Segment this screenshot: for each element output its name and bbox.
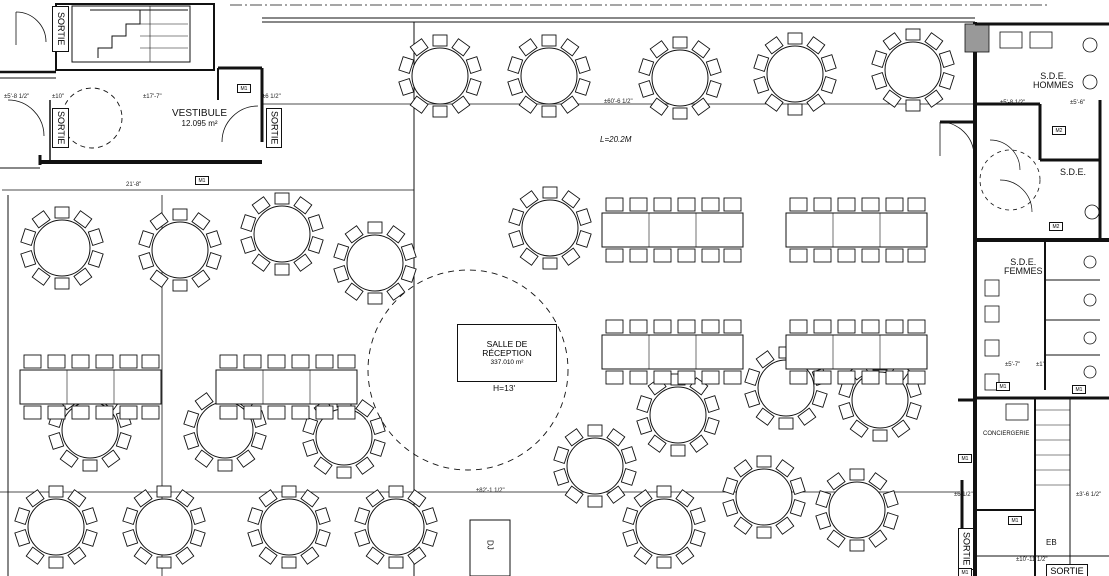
round-table (122, 485, 206, 569)
dimension-text: ±1' (1036, 362, 1044, 368)
exit-sign-top: SORTIE (52, 6, 69, 52)
sde-label: S.D.E. (1060, 167, 1087, 177)
dimension-text: ±6 1/2" (262, 94, 281, 100)
washroom-walls (964, 22, 1109, 576)
banquet-table (215, 354, 358, 420)
vestibule-label: VESTIBULE 12.095 m² (172, 108, 228, 128)
round-table (507, 34, 591, 118)
dimension-text: ±17'-7" (143, 94, 162, 100)
door-tag: M1 (958, 454, 972, 463)
vestibule-area: 12.095 m² (181, 118, 218, 128)
dimension-text: ±6 1/2" (954, 492, 973, 498)
dimension-text: ±5'-6" (1070, 100, 1086, 106)
dimension-text: ±5'-8 1/2" (4, 94, 30, 100)
dimension-text: ±5'-7" (1005, 362, 1021, 368)
round-table (398, 34, 482, 118)
door-tag: M1 (1072, 385, 1086, 394)
round-table (638, 36, 722, 120)
round-table (333, 221, 417, 305)
dimension-text: 21'-8" (126, 182, 142, 188)
round-table (753, 32, 837, 116)
vestibule-name: VESTIBULE (172, 108, 228, 119)
door-tag: M2 (1049, 222, 1063, 231)
exit-sign-vestibule-left: SORTIE (52, 108, 69, 148)
hall-label-box: SALLE DE RÉCEPTION 337.010 m² (457, 324, 557, 382)
dimension-text: ±5'-8 1/2" (1000, 100, 1026, 106)
sde-femmes-label: S.D.E. FEMMES (1004, 257, 1043, 277)
dimension-text: ±60'-6 1/2" (604, 99, 633, 105)
hall-area: 337.010 m² (490, 359, 524, 367)
hall-height: H=13' (493, 383, 516, 393)
banquet-table (785, 197, 928, 263)
vestibule-walls (0, 66, 264, 169)
door-tag: M1 (996, 382, 1010, 391)
sde-hommes-line1: S.D.E. (1040, 71, 1067, 81)
round-table (20, 206, 104, 290)
round-table (240, 192, 324, 276)
sde-femmes-line1: S.D.E. (1010, 257, 1037, 267)
round-table (14, 485, 98, 569)
hall-name-line2: RÉCEPTION (482, 348, 532, 359)
round-table (622, 485, 706, 569)
stairwell-top (15, 3, 215, 71)
round-table (553, 424, 637, 508)
round-table (138, 208, 222, 292)
exit-sign-bottom: SORTIE (1046, 564, 1088, 576)
round-table (508, 186, 592, 270)
eb-label: EB (1046, 538, 1057, 547)
door-tag: M1 (237, 84, 251, 93)
sde-hommes-label: S.D.E. HOMMES (1033, 71, 1074, 91)
round-table (722, 455, 806, 539)
door-tag: M1 (1008, 516, 1022, 525)
sde-femmes-line2: FEMMES (1004, 266, 1043, 277)
exit-sign-bottom-right: SORTIE (958, 528, 974, 570)
banquet-table (601, 197, 744, 263)
dimension-text: ±10" (52, 94, 65, 100)
round-table (247, 485, 331, 569)
door-tag: M2 (1052, 126, 1066, 135)
door-tag: M1 (958, 568, 972, 576)
hall-name-line1: SALLE DE (486, 338, 528, 349)
round-table (815, 468, 899, 552)
round-table (636, 373, 720, 457)
sde-hommes-line2: HOMMES (1033, 80, 1074, 91)
exit-sign-vestibule-right: SORTIE (266, 108, 282, 148)
conciergerie-label: CONCIERGERIE (983, 431, 1030, 437)
dimension-text: ±10'-11 1/2" (1016, 557, 1048, 563)
hall-length-label: L=20.2M (600, 135, 632, 144)
round-table (354, 485, 438, 569)
dimension-text: ±3'-6 1/2" (1076, 492, 1102, 498)
dj-label: DJ (485, 540, 495, 550)
dj-booth (469, 519, 511, 576)
door-tag: M1 (195, 176, 209, 185)
dimension-text: ±82'-1 1/2" (476, 488, 505, 494)
round-table (871, 28, 955, 112)
